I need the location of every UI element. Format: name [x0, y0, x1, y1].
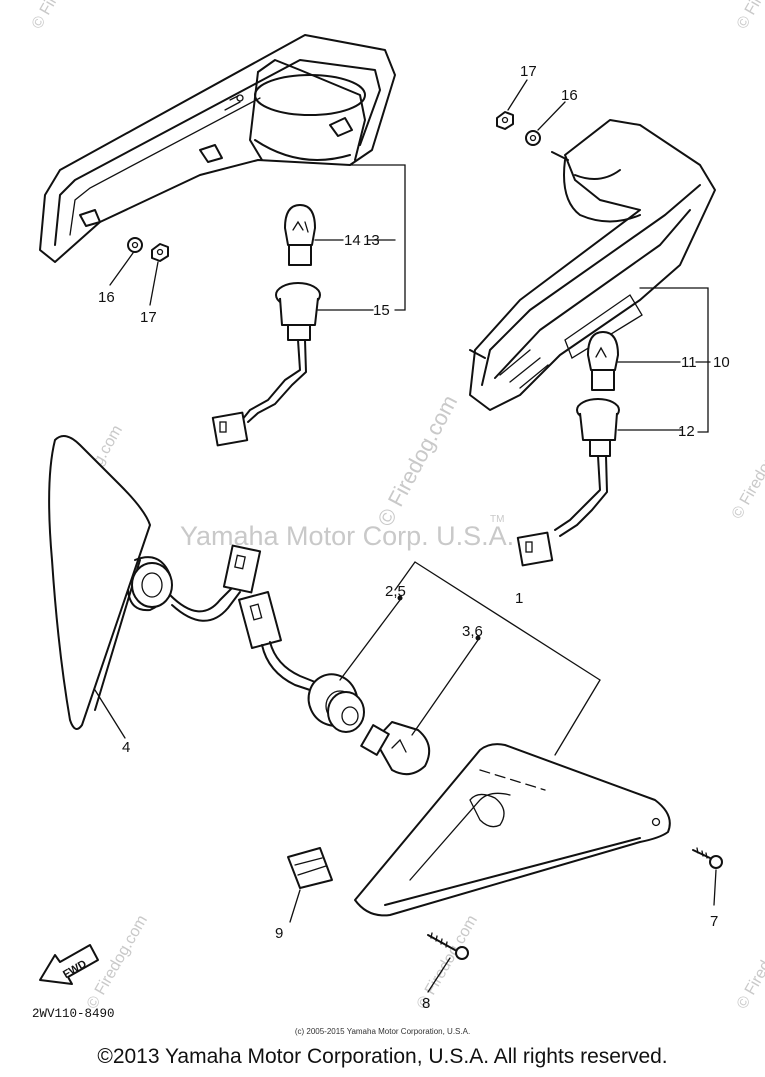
callout-7: 7	[710, 913, 718, 930]
callout-17-right: 17	[520, 63, 537, 80]
callout-3-6: 3,6	[462, 623, 483, 640]
bulb-11	[587, 331, 619, 391]
washer-left	[127, 237, 143, 253]
diagram-code: 2WV110-8490	[32, 1007, 115, 1021]
callout-15: 15	[373, 302, 390, 319]
clip-9	[287, 847, 333, 889]
lens-assembly-1	[354, 743, 671, 917]
nut-right	[496, 111, 514, 130]
callout-16-left: 16	[98, 289, 115, 306]
side-panel-4	[48, 435, 262, 730]
copyright-main: ©2013 Yamaha Motor Corporation, U.S.A. A…	[97, 1045, 668, 1068]
watermark-firedog-top-left: © Firedog.com	[29, 0, 96, 32]
watermark-tm: TM	[490, 514, 504, 525]
callout-13: 13	[363, 232, 380, 249]
watermark-yamaha: Yamaha Motor Corp. U.S.A.	[180, 521, 514, 551]
copyright-small: (c) 2005-2015 Yamaha Motor Corporation, …	[294, 1027, 471, 1036]
callout-11: 11	[681, 354, 697, 371]
fwd-arrow-icon: FWD	[39, 944, 99, 985]
callout-12: 12	[678, 423, 695, 440]
socket-15	[211, 282, 321, 447]
socket-2-5	[238, 590, 365, 733]
callout-16-right: 16	[561, 87, 578, 104]
callout-10: 10	[713, 354, 730, 371]
watermark-firedog-bottom-right: © Firedog.com	[734, 912, 765, 1012]
screw-7	[692, 847, 723, 869]
watermark-firedog-main: © Firedog.com	[372, 391, 462, 530]
bulb-14	[284, 204, 316, 266]
screw-8	[427, 932, 469, 960]
watermark-firedog-right: © Firedog.com	[729, 422, 765, 522]
callout-4: 4	[122, 739, 130, 756]
callout-9: 9	[275, 925, 283, 942]
callout-1: 1	[515, 590, 523, 607]
callout-2-5: 2,5	[385, 583, 406, 600]
socket-12	[516, 398, 620, 567]
nut-left	[151, 243, 169, 262]
washer-right	[525, 130, 541, 146]
rear-light-housing-right	[469, 119, 716, 411]
bulb-3-6	[360, 721, 431, 776]
watermark-firedog-top-right: © Firedog.com	[734, 0, 765, 32]
callout-17-left: 17	[140, 309, 157, 326]
callout-8: 8	[422, 995, 430, 1012]
callout-labels: 1 2,5 3,6 4 7 8 9 10 11 12 13 14 15 16 1…	[98, 63, 730, 1012]
rear-light-housing-left	[39, 34, 396, 263]
callout-14: 14	[344, 232, 361, 249]
